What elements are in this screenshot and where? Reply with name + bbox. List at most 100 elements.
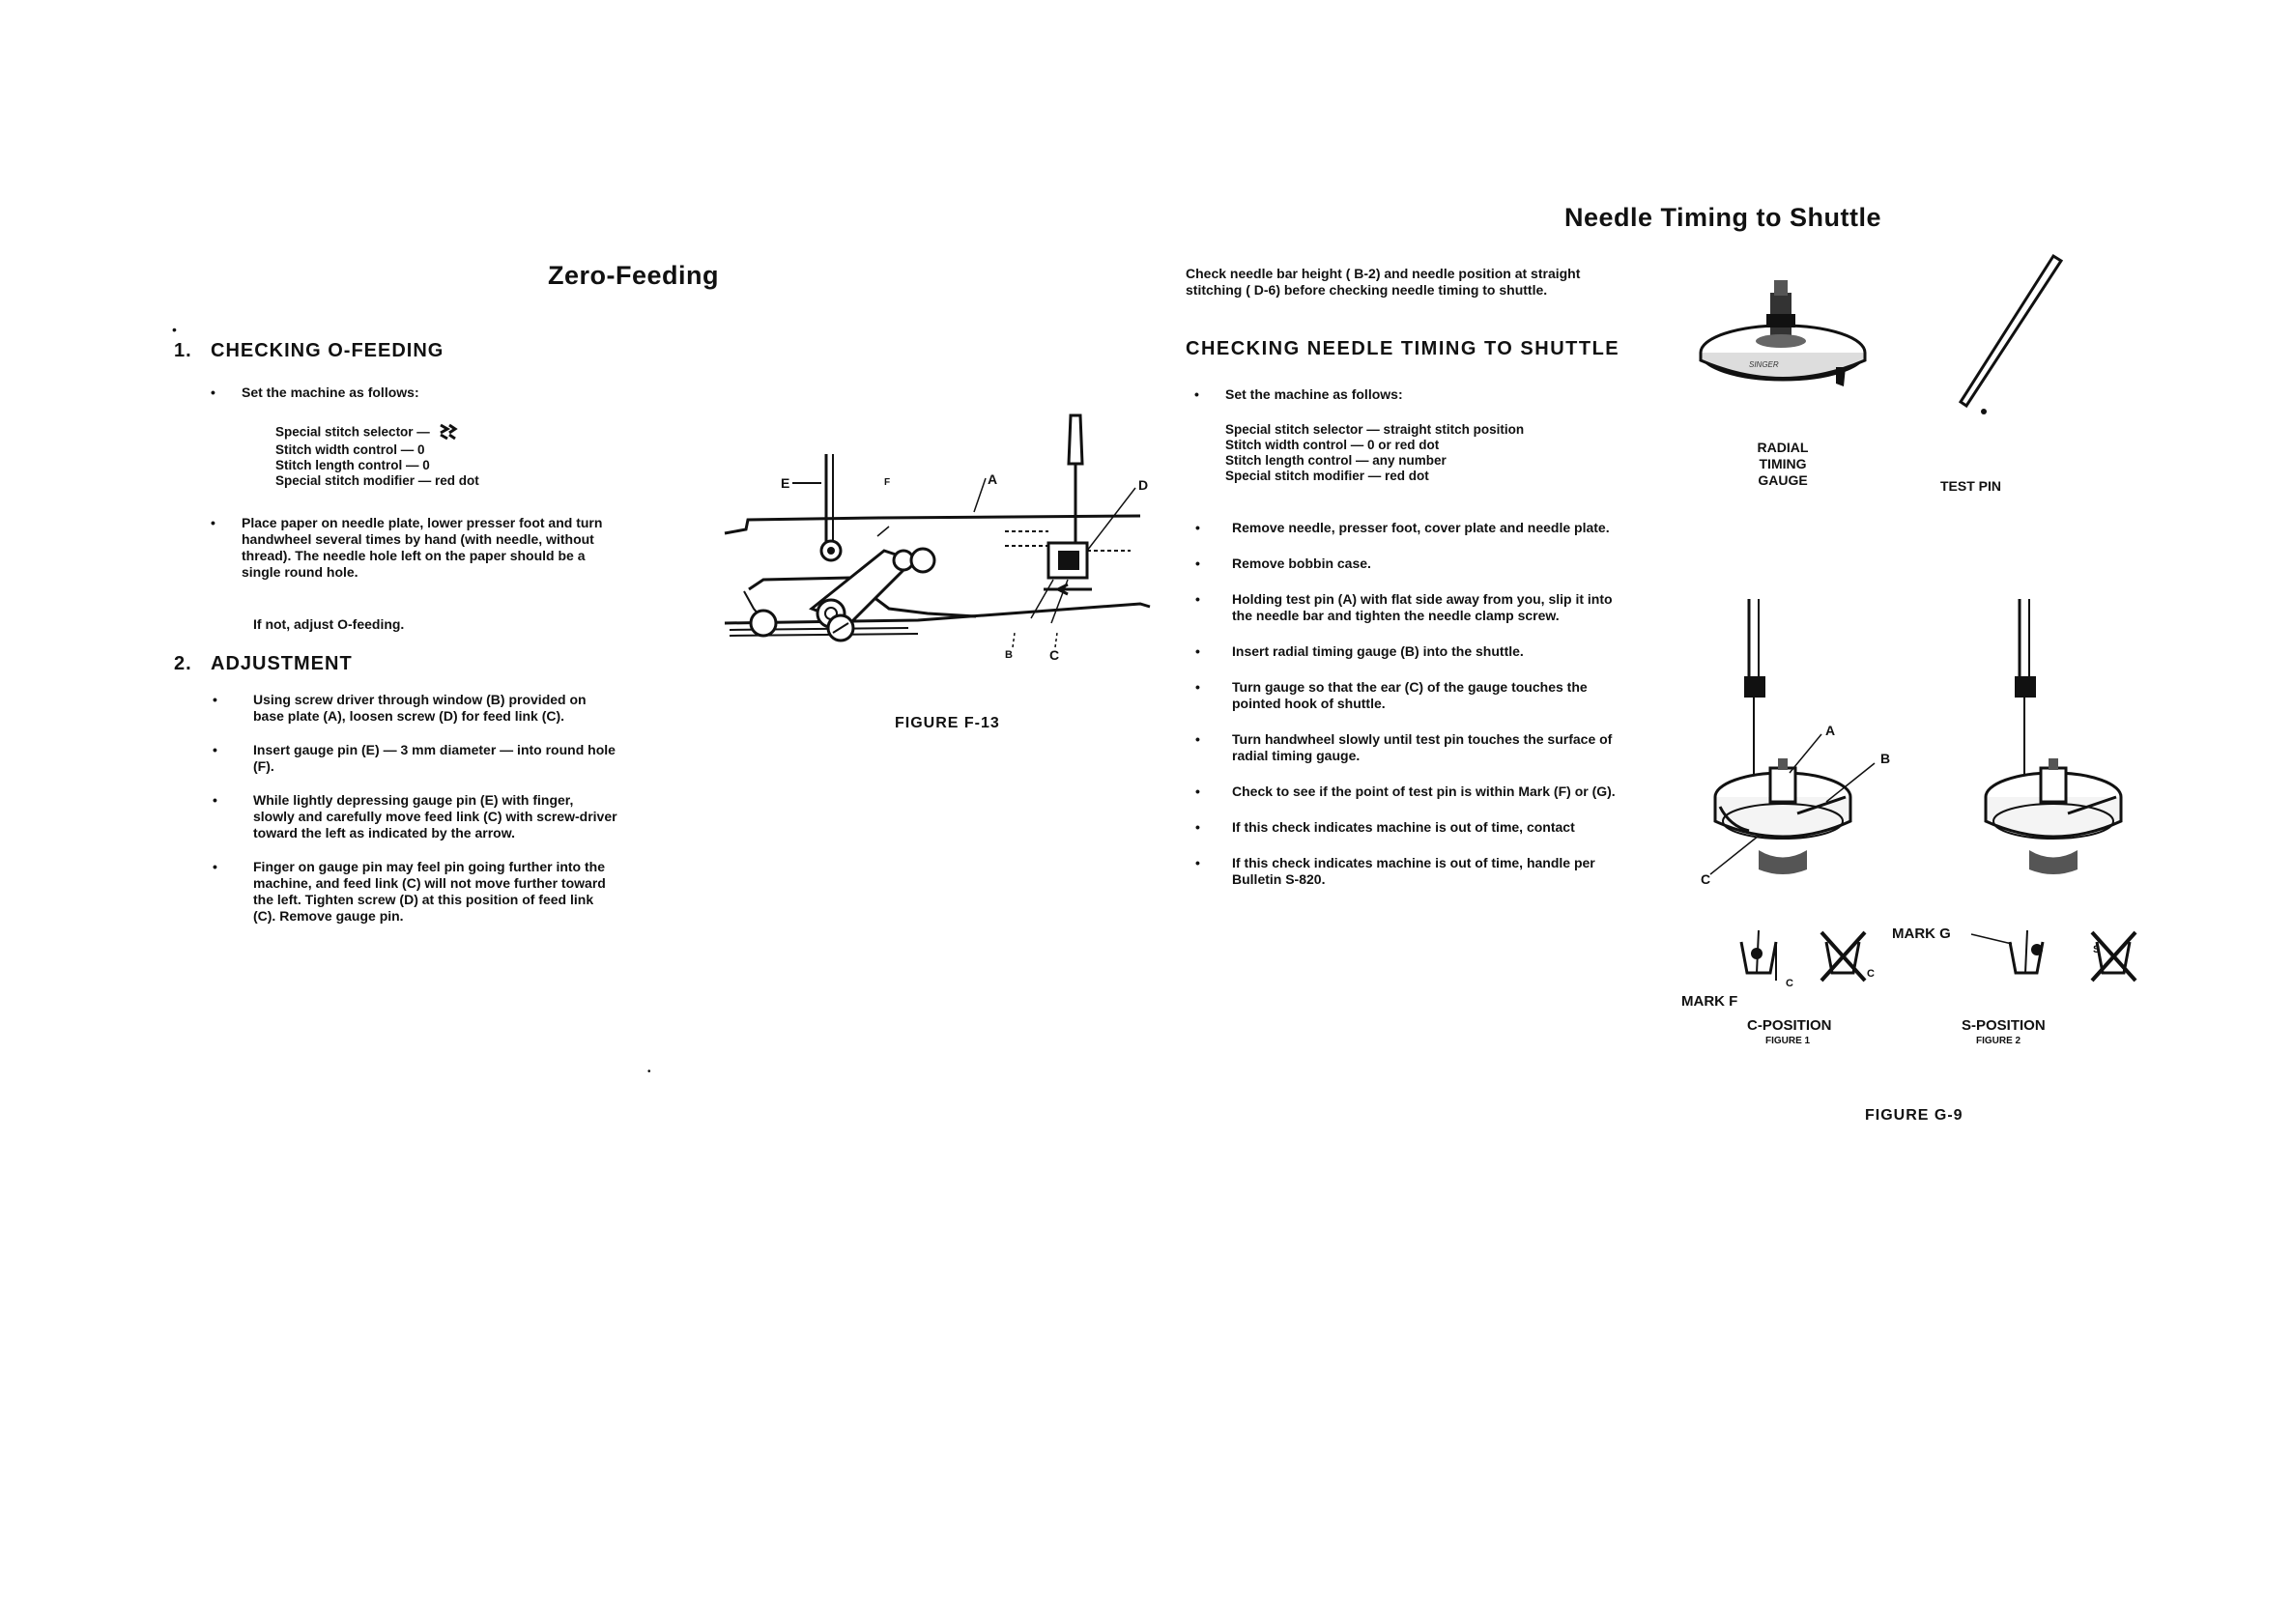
fig-g9-label-c3: C: [1867, 968, 1875, 980]
adjust-step-text: Insert gauge pin (E) — 3 mm diameter — i…: [253, 742, 616, 774]
adjust-step-text: While lightly depressing gauge pin (E) w…: [253, 792, 617, 840]
mark-f-label: MARK F: [1681, 993, 1738, 1010]
s-position-label: S-POSITION: [1962, 1017, 2046, 1034]
mark-g-label: MARK G: [1892, 926, 1951, 942]
adjust-step: • Finger on gauge pin may feel pin going…: [213, 859, 618, 925]
stitch-pattern-icon: [439, 423, 458, 441]
set-machine-bullet-right: • Set the machine as follows:: [1194, 386, 1403, 403]
timing-step: • Turn gauge so that the ear (C) of the …: [1195, 679, 1628, 712]
section-2-heading: 2. ADJUSTMENT: [174, 653, 353, 675]
set-machine-text: Set the machine as follows:: [242, 385, 419, 400]
fig-f13-label-c: C: [1049, 647, 1060, 663]
screwdriver: [1067, 413, 1084, 466]
adjust-note: If not, adjust O-feeding.: [253, 616, 405, 632]
timing-step-text: Remove bobbin case.: [1232, 556, 1371, 571]
test-pin-drawing: [1958, 253, 2064, 414]
machine-settings-list-right: Special stitch selector — straight stitc…: [1225, 422, 1631, 484]
bullet: •: [1195, 819, 1200, 835]
setting-row: Special stitch selector —: [275, 423, 565, 442]
gauge-label-line: GAUGE: [1758, 472, 1808, 488]
shuttle-assembly-1-drawing: [1709, 599, 1876, 875]
setting-row: Stitch length control — any number: [1225, 453, 1447, 468]
fig-g9-label-s: S: [2035, 944, 2043, 955]
timing-step-text: Turn handwheel slowly until test pin tou…: [1232, 731, 1613, 763]
figure-f13-caption: FIGURE F-13: [895, 715, 1000, 731]
bullet: •: [213, 692, 217, 707]
bullet: •: [1195, 679, 1200, 695]
set-machine-text-right: Set the machine as follows:: [1225, 386, 1403, 402]
checking-needle-timing-heading: CHECKING NEEDLE TIMING TO SHUTTLE: [1186, 338, 1620, 359]
adjustment-steps: • Using screw driver through window (B) …: [213, 692, 618, 925]
setting-row: Stitch width control — 0 or red dot: [1225, 438, 1440, 452]
timing-step-text: If this check indicates machine is out o…: [1232, 855, 1595, 887]
timing-step-text: Remove needle, presser foot, cover plate…: [1232, 520, 1610, 535]
shuttle-assembly-2-drawing: [1984, 599, 2123, 874]
place-paper-text: Place paper on needle plate, lower press…: [242, 515, 603, 580]
zero-feeding-title: Zero-Feeding: [548, 261, 720, 290]
place-paper-bullet: • Place paper on needle plate, lower pre…: [211, 515, 614, 581]
timing-step: • Remove needle, presser foot, cover pla…: [1195, 520, 1628, 536]
gauge-label-line: TIMING: [1759, 456, 1807, 471]
fig-f13-label-f: F: [884, 477, 891, 488]
setting-row: Special stitch selector — straight stitc…: [1225, 422, 1525, 437]
timing-step: • Holding test pin (A) with flat side aw…: [1195, 591, 1628, 624]
adjust-step: • Insert gauge pin (E) — 3 mm diameter —…: [213, 742, 618, 775]
bullet: •: [213, 859, 217, 874]
position-marks-drawing: [1739, 929, 1867, 983]
timing-step: • Insert radial timing gauge (B) into th…: [1195, 643, 1628, 660]
intro-text: Check needle bar height ( B-2) and needl…: [1186, 266, 1581, 298]
bullet: •: [1195, 784, 1200, 799]
stray-dot: •: [172, 322, 177, 337]
adjust-step: • Using screw driver through window (B) …: [213, 692, 618, 725]
base-plate-edge: [724, 514, 1141, 535]
fig-f13-label-d: D: [1138, 477, 1149, 493]
timing-step-text: Insert radial timing gauge (B) into the …: [1232, 643, 1524, 659]
set-machine-bullet: • Set the machine as follows:: [211, 385, 628, 401]
adjust-step-text: Using screw driver through window (B) pr…: [253, 692, 587, 724]
bullet: •: [213, 792, 217, 808]
timing-step: • Remove bobbin case.: [1195, 556, 1628, 572]
radial-timing-gauge-drawing: SINGER: [1699, 280, 1867, 386]
setting-row: Stitch length control — 0: [275, 458, 430, 472]
svg-text:SINGER: SINGER: [1749, 360, 1779, 369]
timing-steps: • Remove needle, presser foot, cover pla…: [1195, 520, 1628, 888]
figure-f13-drawing: [724, 413, 1151, 648]
bullet: •: [1195, 731, 1200, 747]
section-1-heading: 1.CHECKING O-FEEDING: [174, 340, 444, 362]
needle-timing-title: Needle Timing to Shuttle: [1564, 203, 1882, 232]
fig-g9-label-a: A: [1825, 723, 1836, 738]
setting-row: Special stitch modifier — red dot: [1225, 469, 1429, 483]
section-1-title: CHECKING O-FEEDING: [211, 340, 444, 361]
bullet: •: [1195, 520, 1200, 535]
fig-g9-label-s2: S: [2093, 944, 2101, 955]
bullet: •: [213, 742, 217, 757]
timing-step-text: If this check indicates machine is out o…: [1232, 819, 1575, 835]
timing-step-text: Turn gauge so that the ear (C) of the ga…: [1232, 679, 1588, 711]
bullet: •: [1195, 591, 1200, 607]
section-2-title: ADJUSTMENT: [211, 653, 353, 674]
machine-settings-list: Special stitch selector — Stitch width c…: [275, 423, 565, 489]
timing-step: • Turn handwheel slowly until test pin t…: [1195, 731, 1628, 764]
c-position-label: C-POSITION: [1747, 1017, 1832, 1034]
adjust-step: • While lightly depressing gauge pin (E)…: [213, 792, 618, 841]
fig-g9-label-c: C: [1701, 871, 1711, 887]
s-position-marks-drawing: [1970, 929, 2137, 983]
timing-step-text: Holding test pin (A) with flat side away…: [1232, 591, 1613, 623]
section-2-number: 2.: [174, 653, 192, 674]
timing-step-text: Check to see if the point of test pin is…: [1232, 784, 1616, 799]
bullet: •: [211, 385, 215, 400]
figure-2-label: FIGURE 2: [1976, 1036, 2021, 1046]
arrow: [1044, 583, 1092, 596]
test-pin-label: TEST PIN: [1940, 478, 2002, 494]
bullet: •: [1195, 556, 1200, 571]
adjust-step-text: Finger on gauge pin may feel pin going f…: [253, 859, 606, 924]
setting-row: Stitch width control — 0: [275, 442, 425, 457]
timing-step: • If this check indicates machine is out…: [1195, 819, 1628, 836]
fig-g9-label-c2: C: [1786, 978, 1793, 989]
fig-g9-label-b: B: [1880, 751, 1891, 766]
bullet: •: [1195, 643, 1200, 659]
timing-step: • If this check indicates machine is out…: [1195, 855, 1628, 888]
stray-dot: •: [647, 1067, 651, 1077]
figure-g9-caption: FIGURE G-9: [1865, 1107, 1963, 1124]
figure-1-label: FIGURE 1: [1765, 1036, 1811, 1046]
